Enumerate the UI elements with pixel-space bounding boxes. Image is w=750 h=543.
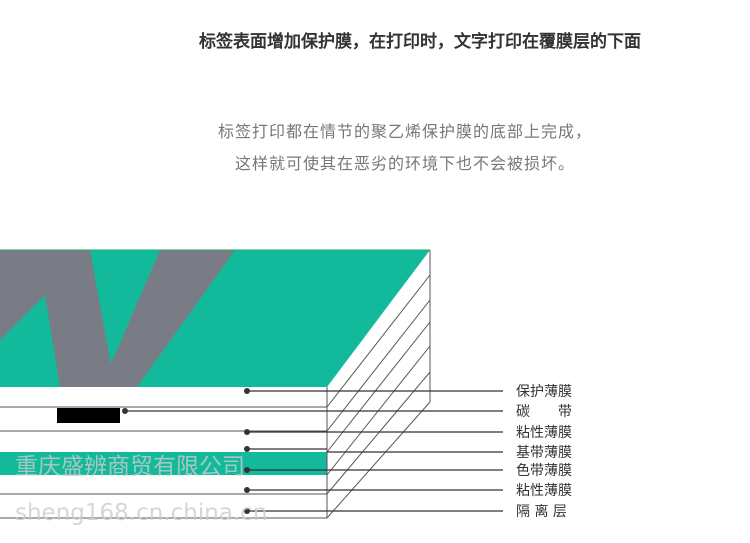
leader-lines [125, 390, 503, 512]
layer-label-color-ribbon-film: 色带薄膜 [516, 462, 572, 479]
leader-dots [122, 388, 250, 514]
layer-label-adhesive-film-2: 粘性薄膜 [516, 483, 572, 499]
gray-logo-stroke-left [0, 250, 115, 387]
description-line-2: 这样就可使其在恶劣的环境下也不会被损坏。 [234, 154, 575, 173]
layer-lines [0, 250, 431, 519]
watermark-company: 重庆盛辨商贸有限公司 [15, 454, 245, 480]
layer-label-adhesive-film-1: 粘性薄膜 [516, 425, 572, 441]
description-line-1: 标签打印都在情节的聚乙烯保护膜的底部上完成， [217, 122, 592, 141]
layer-label-base-film: 基带薄膜 [516, 444, 572, 461]
gray-logo-stroke-right [100, 250, 235, 387]
carbon-ribbon-block [57, 408, 120, 423]
layer-label-carbon-ribbon: 碳 带 [516, 404, 572, 420]
layer-label-protective-film: 保护薄膜 [516, 384, 572, 400]
watermark-site: sheng168.cn.china.cn [15, 500, 267, 526]
diagram-title: 标签表面增加保护膜，在打印时，文字打印在覆膜层的下面 [199, 32, 641, 52]
layer-label-release-liner: 隔 离 层 [516, 503, 567, 520]
